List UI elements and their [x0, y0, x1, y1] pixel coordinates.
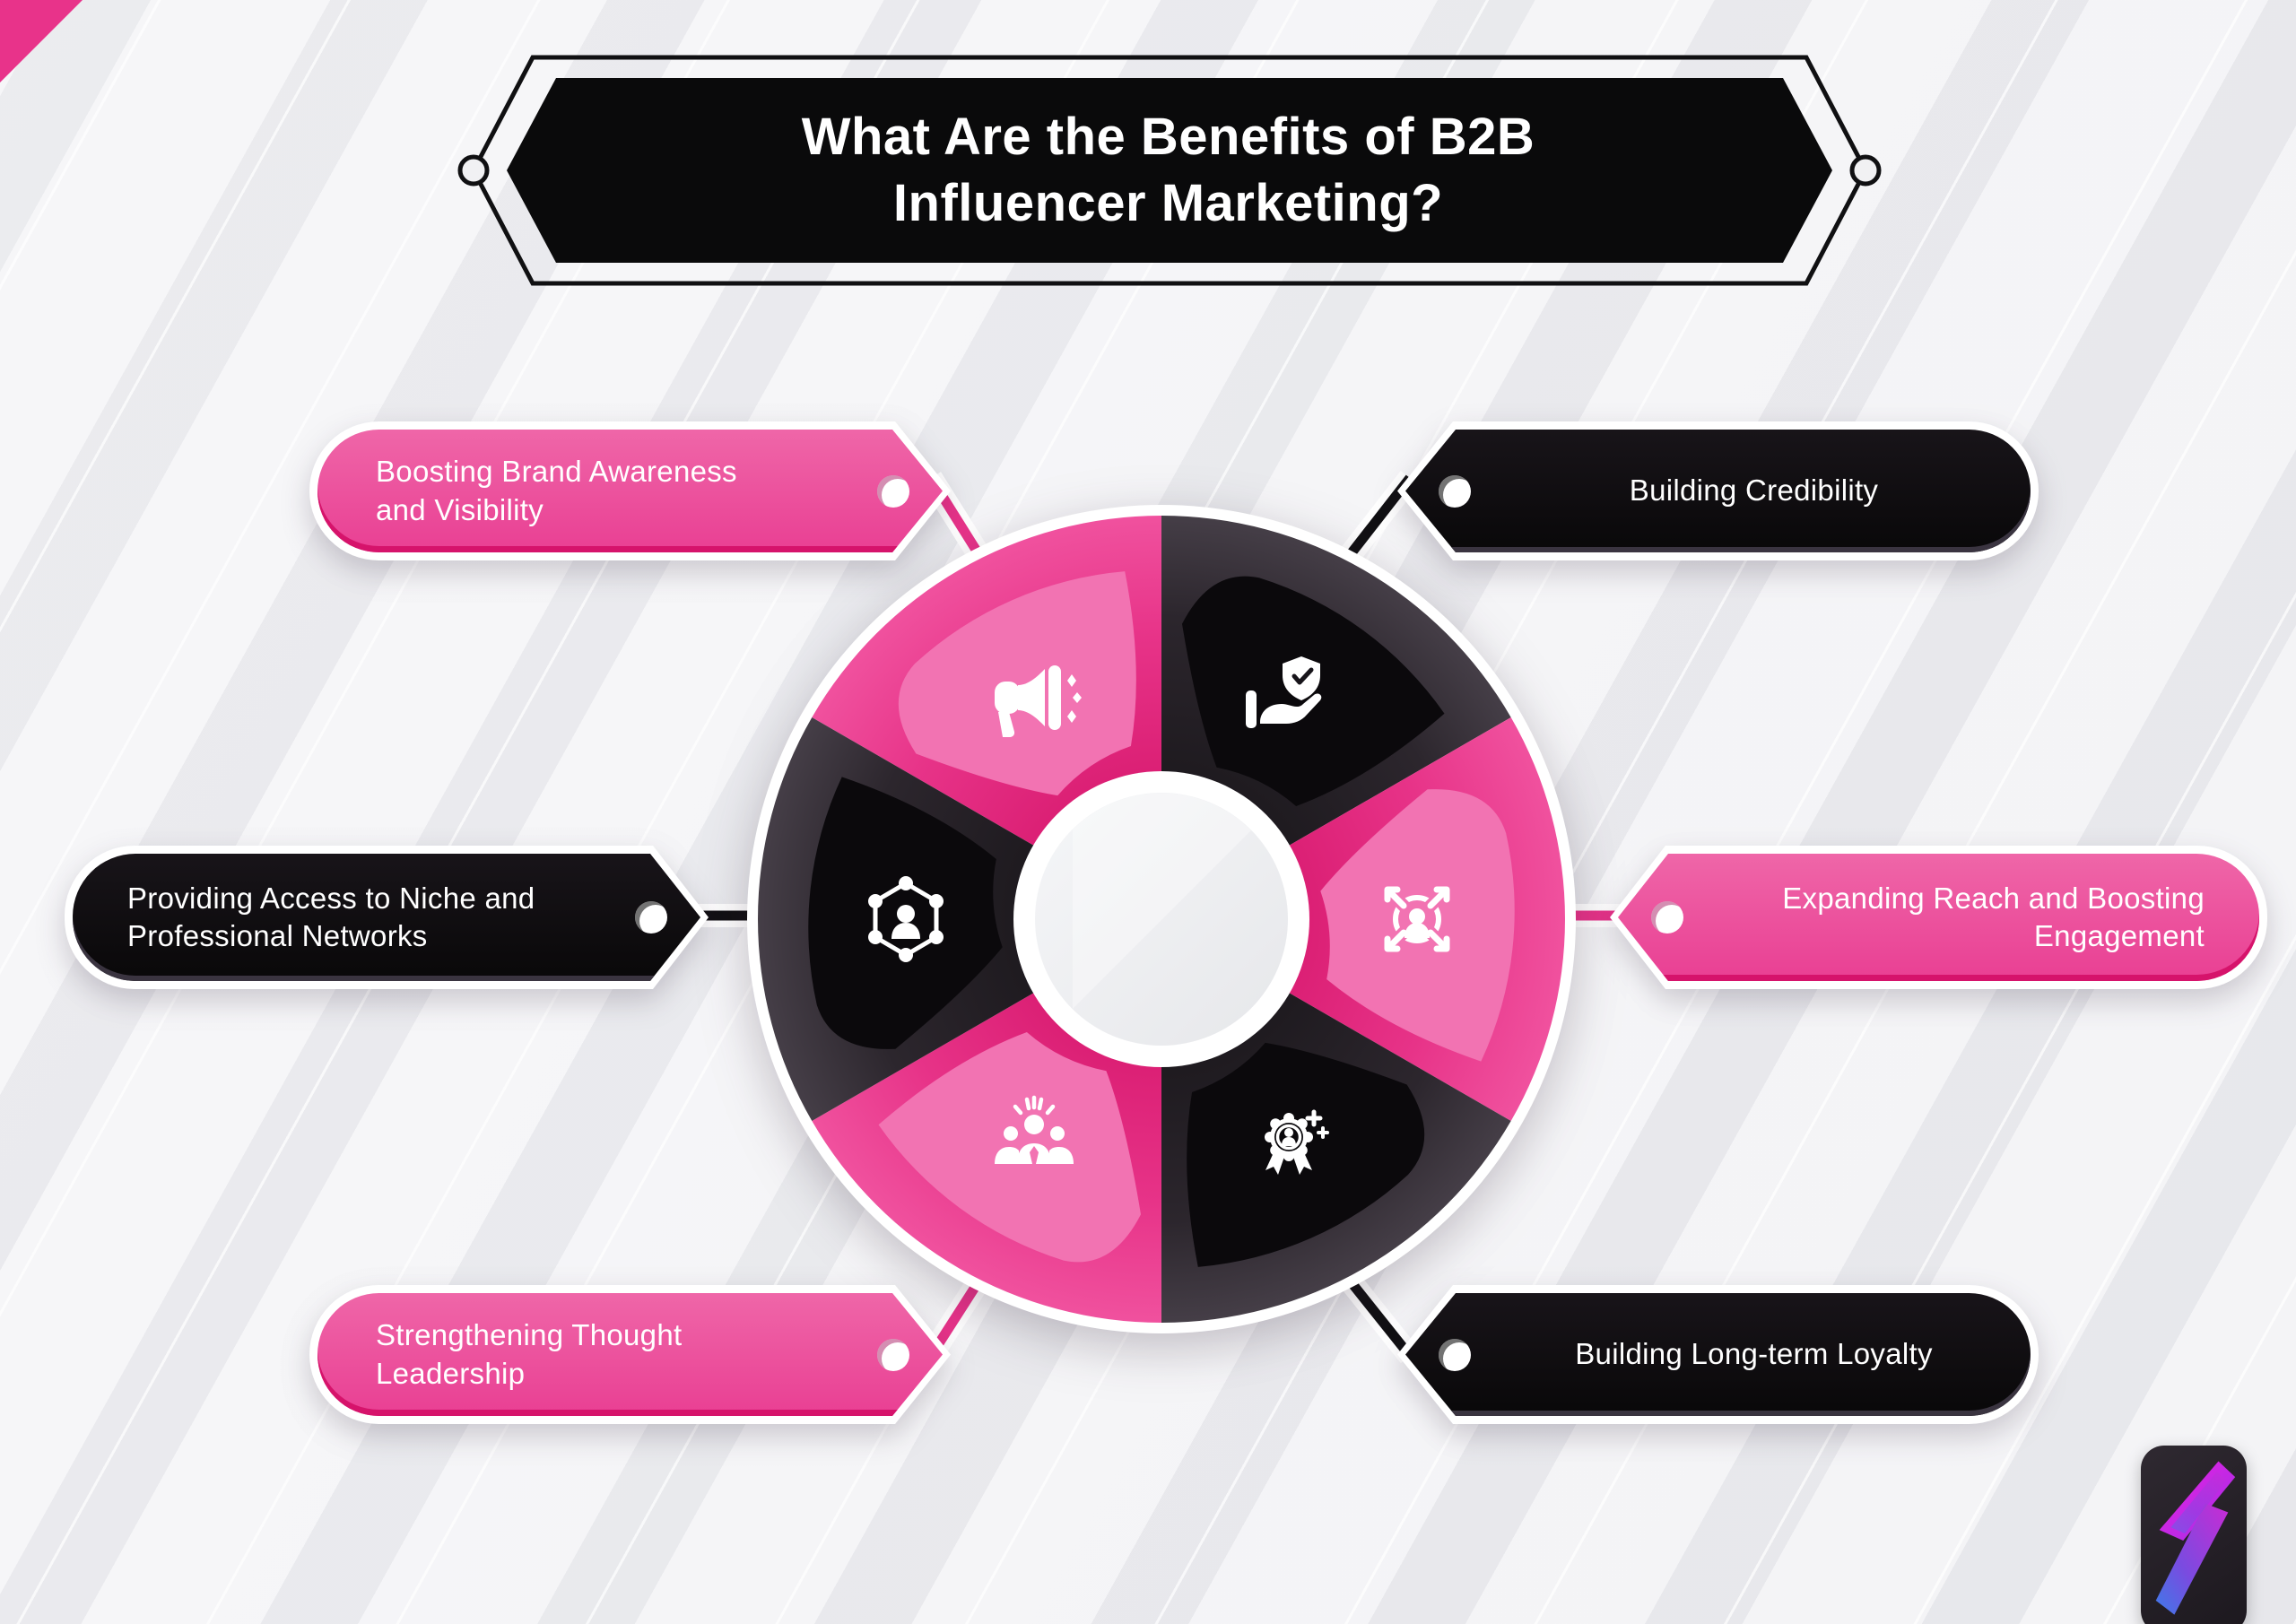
tag-hole-icon	[877, 474, 909, 508]
benefit-label: Building Long-term Loyalty	[1575, 1337, 1933, 1371]
shield-check-hand-icon	[1246, 656, 1322, 728]
banner-right-ring-icon	[1849, 154, 1882, 187]
segment-credibility	[1161, 516, 1511, 852]
tag-hole-icon	[1651, 901, 1683, 934]
tag-fill	[1618, 854, 2259, 981]
tag-fill	[317, 1293, 943, 1416]
tag-hole-icon	[635, 901, 667, 934]
segment-brand-awareness	[812, 516, 1161, 852]
benefit-tag-reach-engagement: Expanding Reach and Boosting Engagement	[1610, 846, 2267, 989]
leaf-brand-awareness	[898, 571, 1136, 796]
benefit-tag-thought-leadership: Strengthening Thought Leadership	[309, 1285, 951, 1424]
page-title: What Are the Benefits of B2B Influencer …	[801, 107, 1535, 232]
segment-reach-engagement	[1277, 717, 1565, 1121]
benefits-wheel	[747, 505, 1576, 1333]
benefit-label: Expanding Reach and Boosting Engagement	[1782, 881, 2205, 952]
banner-fill	[507, 78, 1832, 263]
benefit-tag-credibility: Building Credibility	[1397, 421, 2039, 560]
wheel-center-gloss	[1073, 793, 1251, 1009]
benefit-tag-loyalty: Building Long-term Loyalty	[1397, 1285, 2039, 1424]
brand-logo	[2141, 1446, 2247, 1624]
segment-niche-networks	[758, 717, 1046, 1121]
network-person-icon	[868, 876, 944, 962]
tag-fill	[317, 430, 943, 552]
tag-hole-icon	[1439, 474, 1471, 508]
leaf-loyalty	[1187, 1042, 1425, 1267]
tag-fill	[73, 854, 700, 981]
lightning-bolt-icon	[2155, 1461, 2236, 1615]
award-ribbon-icon	[1265, 1109, 1329, 1175]
page-title-wrap: What Are the Benefits of B2B Influencer …	[466, 50, 1870, 291]
benefit-tag-niche-networks: Providing Access to Niche and Profession…	[65, 846, 709, 989]
tag-fill	[1405, 1293, 2031, 1416]
title-banner: What Are the Benefits of B2B Influencer …	[457, 50, 1882, 291]
tag-hole-icon	[1439, 1338, 1471, 1371]
banner-frame	[457, 55, 1882, 286]
wheel-center	[1035, 793, 1288, 1046]
benefit-label: Boosting Brand Awareness and Visibility	[376, 455, 737, 526]
segment-thought-leadership	[812, 986, 1161, 1323]
benefit-label: Providing Access to Niche and Profession…	[127, 881, 535, 952]
benefit-label: Strengthening Thought Leadership	[376, 1318, 683, 1390]
segment-loyalty	[1161, 986, 1511, 1323]
benefit-tag-brand-awareness: Boosting Brand Awareness and Visibility	[309, 421, 951, 560]
tag-hole-icon	[877, 1338, 909, 1371]
team-idea-icon	[995, 1095, 1074, 1164]
banner-left-ring-icon	[457, 154, 490, 187]
megaphone-icon	[995, 665, 1082, 738]
tag-fill	[1405, 430, 2031, 552]
benefit-label: Building Credibility	[1629, 473, 1879, 508]
person-expand-arrows-icon	[1381, 883, 1453, 955]
